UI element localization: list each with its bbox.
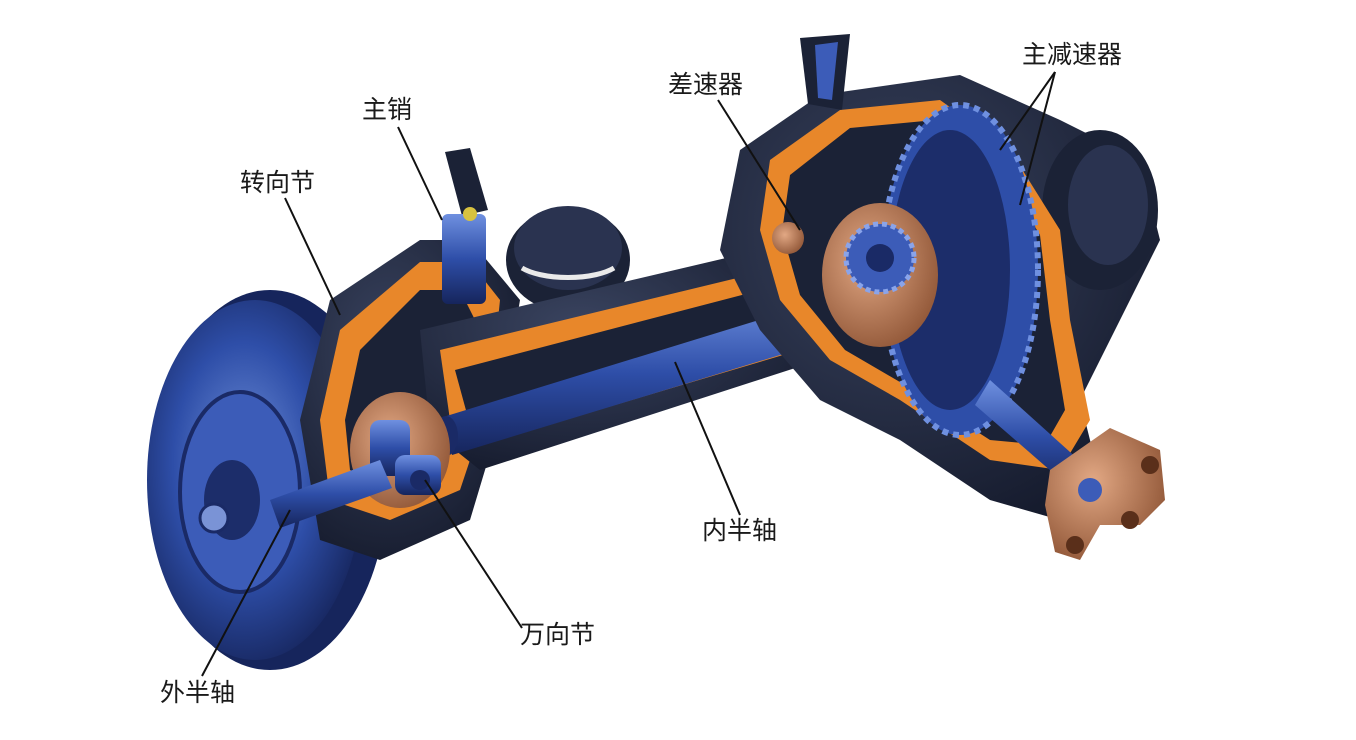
leader-steering-knuckle	[284, 197, 341, 316]
leader-universal-joint	[424, 479, 523, 629]
label-kingpin: 主销	[362, 95, 413, 124]
label-outer-half-shaft: 外半轴	[160, 678, 236, 707]
leader-lines	[201, 71, 1056, 677]
leader-main-reducer-2	[1019, 71, 1056, 206]
leader-outer-half-shaft	[201, 509, 291, 677]
outer-half-shaft	[270, 460, 392, 528]
leader-kingpin	[397, 126, 443, 221]
label-steering-knuckle: 转向节	[240, 168, 316, 197]
leader-main-reducer-1	[999, 71, 1056, 151]
leader-inner-half-shaft	[674, 361, 741, 516]
label-main-reducer: 主减速器	[1022, 40, 1123, 69]
output-flange	[1045, 428, 1165, 560]
ring-gear	[879, 102, 1041, 438]
label-inner-half-shaft: 内半轴	[702, 516, 778, 545]
label-universal-joint: 万向节	[520, 620, 596, 649]
leader-differential	[717, 99, 801, 231]
axle-housing-cap	[506, 206, 630, 312]
label-differential: 差速器	[668, 70, 744, 99]
kingpin	[442, 148, 488, 304]
differential-gears	[772, 203, 938, 347]
